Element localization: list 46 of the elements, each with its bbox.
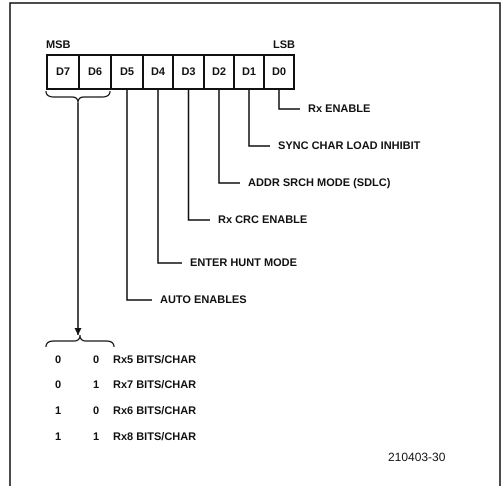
option-text: Rx7 BITS/CHAR [113,378,196,392]
field-label: ENTER HUNT MODE [182,256,297,270]
bit-name: D2 [212,66,226,78]
bit-value: 0 [55,353,62,367]
field-label: SYNC CHAR LOAD INHIBIT [270,139,420,153]
bit-value: 1 [55,430,62,444]
register-bit-cell [233,54,265,90]
bit-name: D5 [120,66,134,78]
bit-name: D3 [181,66,196,78]
register-bit-cell [46,54,80,90]
bit-name: D7 [56,66,70,78]
register-bit-cell [78,54,112,90]
bit-value: 1 [55,404,62,418]
curly-brace [45,334,115,348]
bit-value: 1 [93,378,100,392]
option-text: Rx8 BITS/CHAR [113,430,196,444]
leader-line [157,90,182,264]
register-bit-cell [263,54,295,90]
bit-name: D0 [272,66,286,78]
option-text: Rx6 BITS/CHAR [113,404,196,418]
leader-line [188,90,210,221]
leader-line [248,90,270,147]
bit-value: 1 [93,430,100,444]
bit-order-label: MSB [46,38,70,52]
leader-line [278,90,300,110]
register-bit-cell [203,54,235,90]
bit-name: D4 [150,66,166,78]
field-label: Rx ENABLE [300,102,370,116]
bit-value: 0 [55,378,62,392]
bit-value: 0 [93,404,100,418]
bit-order-label: LSB [273,38,295,52]
field-label: Rx CRC ENABLE [210,213,308,227]
register-bit-cell [142,54,174,90]
field-label: ADDR SRCH MODE (SDLC) [240,176,390,190]
register-bit-cell [110,54,144,90]
leader-line [126,90,152,301]
bit-value: 0 [93,353,100,367]
field-label: AUTO ENABLES [152,293,247,307]
bit-name: D1 [242,66,256,78]
option-text: Rx5 BITS/CHAR [113,353,196,367]
leader-line [218,90,240,184]
arrow [74,103,82,335]
register-bit-cell [172,54,205,90]
figure-number: 210403-30 [388,450,446,464]
bit-name: D6 [88,66,102,78]
curly-brace [45,90,111,104]
